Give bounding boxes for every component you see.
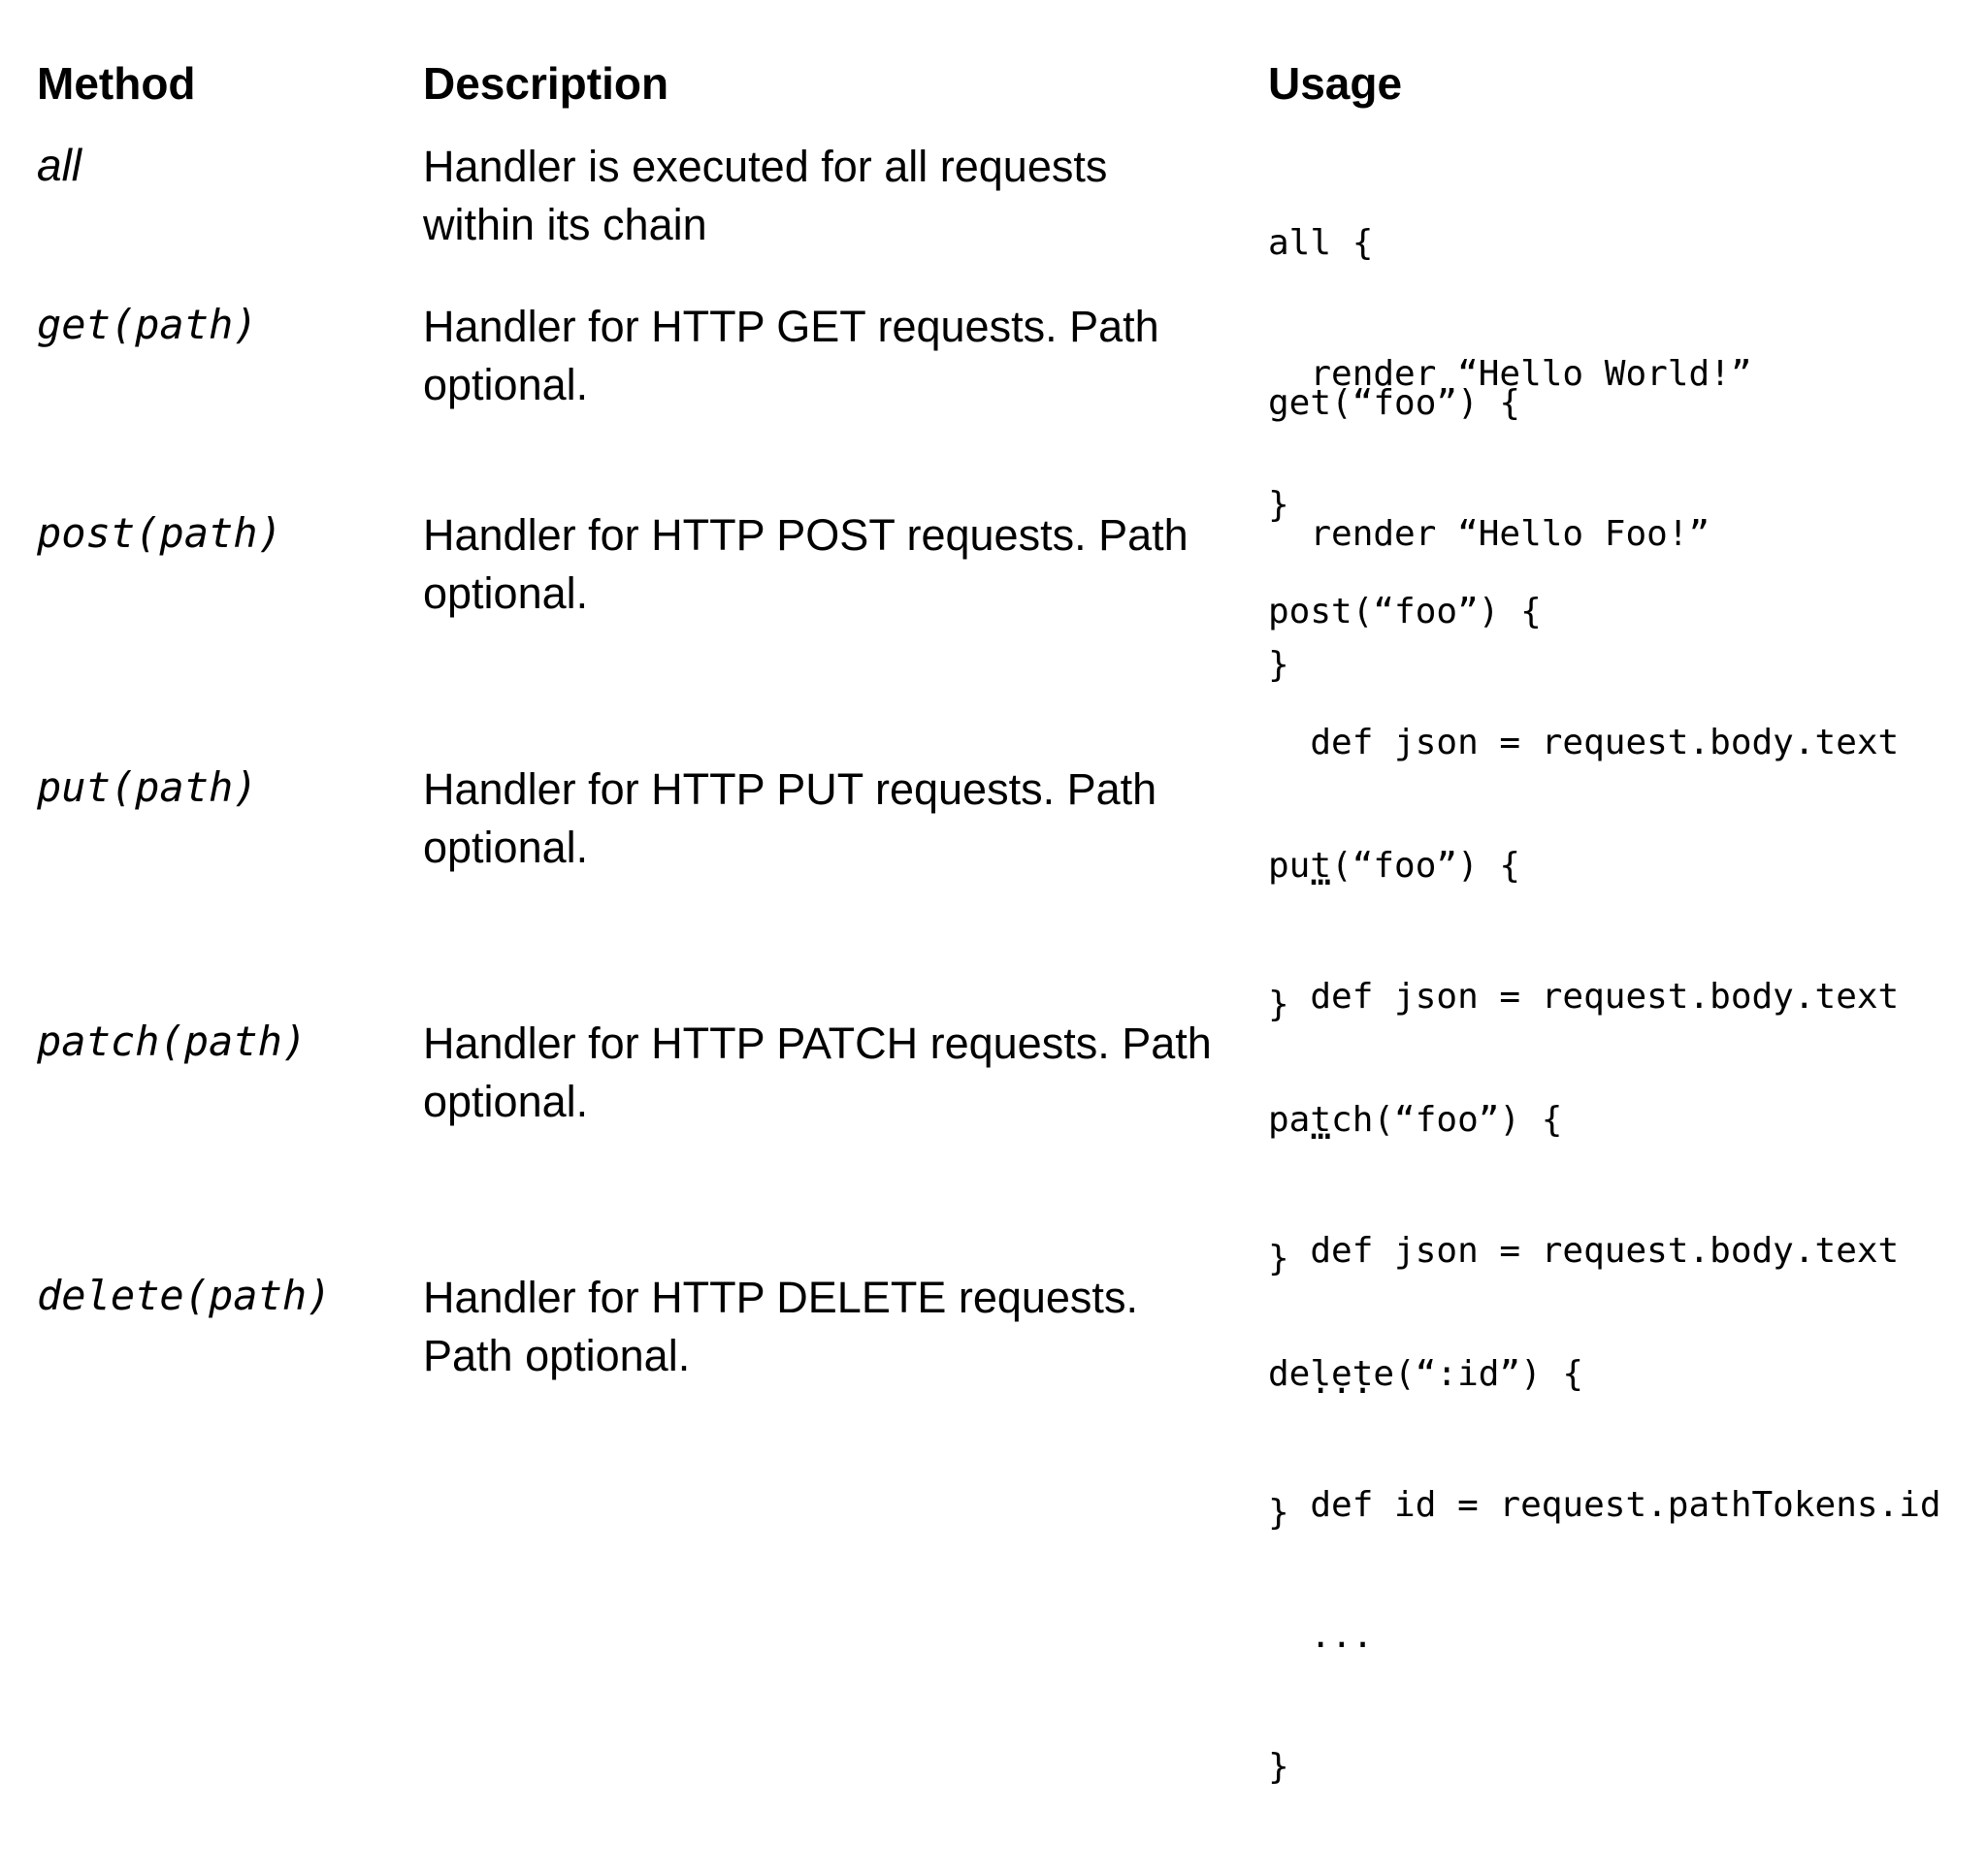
method-description: Handler for HTTP GET requests. Path opti… <box>423 298 1238 414</box>
description-line: optional. <box>423 360 589 409</box>
code-line: patch(“foo”) { <box>1268 1100 1563 1140</box>
code-line: get(“foo”) { <box>1268 383 1521 423</box>
code-line: } <box>1268 985 1289 1024</box>
code-line: render “Hello Foo!” <box>1268 514 1710 554</box>
code-line: post(“foo”) { <box>1268 592 1542 631</box>
code-line: def json = request.body.text <box>1268 977 1900 1017</box>
method-name: delete(path) <box>37 1272 332 1319</box>
table-row: post(path) Handler for HTTP POST request… <box>0 506 1987 1024</box>
description-line: Handler for HTTP PUT requests. Path <box>423 764 1157 814</box>
header-description: Description <box>423 58 669 109</box>
code-line: } <box>1268 1239 1289 1278</box>
code-line: } <box>1268 485 1289 525</box>
description-line: Handler is executed for all requests <box>423 142 1108 191</box>
code-line: ... <box>1268 1616 1374 1656</box>
method-name: get(path) <box>37 301 258 348</box>
table-row: all Handler is executed for all requests… <box>0 138 1987 525</box>
table-row: delete(path) Handler for HTTP DELETE req… <box>0 1269 1987 1787</box>
code-line: } <box>1268 1747 1289 1787</box>
usage-code: delete(“:id”) { def id = request.pathTok… <box>1268 1265 1941 1876</box>
method-name: post(path) <box>37 509 282 557</box>
methods-table: Method Description Usage all Handler is … <box>0 58 1987 1787</box>
method-description: Handler for HTTP PATCH requests. Path op… <box>423 1015 1238 1131</box>
code-line: all { <box>1268 223 1374 263</box>
method-description: Handler for HTTP PUT requests. Path opti… <box>423 760 1238 877</box>
description-line: optional. <box>423 568 589 618</box>
usage-code: get(“foo”) { render “Hello Foo!” } <box>1268 294 1710 774</box>
code-line: ... <box>1268 1362 1374 1402</box>
description-line: Handler for HTTP PATCH requests. Path <box>423 1019 1212 1068</box>
code-line: … <box>1268 1108 1332 1148</box>
code-line: def json = request.body.text <box>1268 1231 1900 1271</box>
code-line: delete(“:id”) { <box>1268 1354 1584 1394</box>
header-usage: Usage <box>1268 58 1403 109</box>
table-row: patch(path) Handler for HTTP PATCH reque… <box>0 1015 1987 1533</box>
method-name: all <box>37 140 82 190</box>
description-line: Handler for HTTP GET requests. Path <box>423 302 1159 351</box>
description-line: Path optional. <box>423 1331 691 1380</box>
method-description: Handler is executed for all requests wit… <box>423 138 1238 254</box>
code-line: put(“foo”) { <box>1268 846 1521 886</box>
usage-code: all { render “Hello World!” } <box>1268 134 1752 614</box>
usage-code: put(“foo”) { def json = request.body.tex… <box>1268 757 1899 1368</box>
table-row: get(path) Handler for HTTP GET requests.… <box>0 298 1987 685</box>
method-description: Handler for HTTP DELETE requests. Path o… <box>423 1269 1238 1385</box>
code-line: render “Hello World!” <box>1268 354 1752 394</box>
description-line: optional. <box>423 1077 589 1126</box>
method-name: put(path) <box>37 763 258 811</box>
description-line: within its chain <box>423 200 707 249</box>
table-row: put(path) Handler for HTTP PUT requests.… <box>0 760 1987 1278</box>
header-method: Method <box>37 58 196 109</box>
description-line: optional. <box>423 823 589 872</box>
code-line: def json = request.body.text <box>1268 723 1900 762</box>
usage-code: post(“foo”) { def json = request.body.te… <box>1268 502 1899 1114</box>
method-name: patch(path) <box>37 1018 308 1065</box>
code-line: } <box>1268 645 1289 685</box>
method-description: Handler for HTTP POST requests. Path opt… <box>423 506 1238 623</box>
usage-code: patch(“foo”) { def json = request.body.t… <box>1268 1011 1899 1622</box>
description-line: Handler for HTTP DELETE requests. <box>423 1273 1138 1322</box>
description-line: Handler for HTTP POST requests. Path <box>423 510 1189 560</box>
code-line: … <box>1268 854 1332 893</box>
